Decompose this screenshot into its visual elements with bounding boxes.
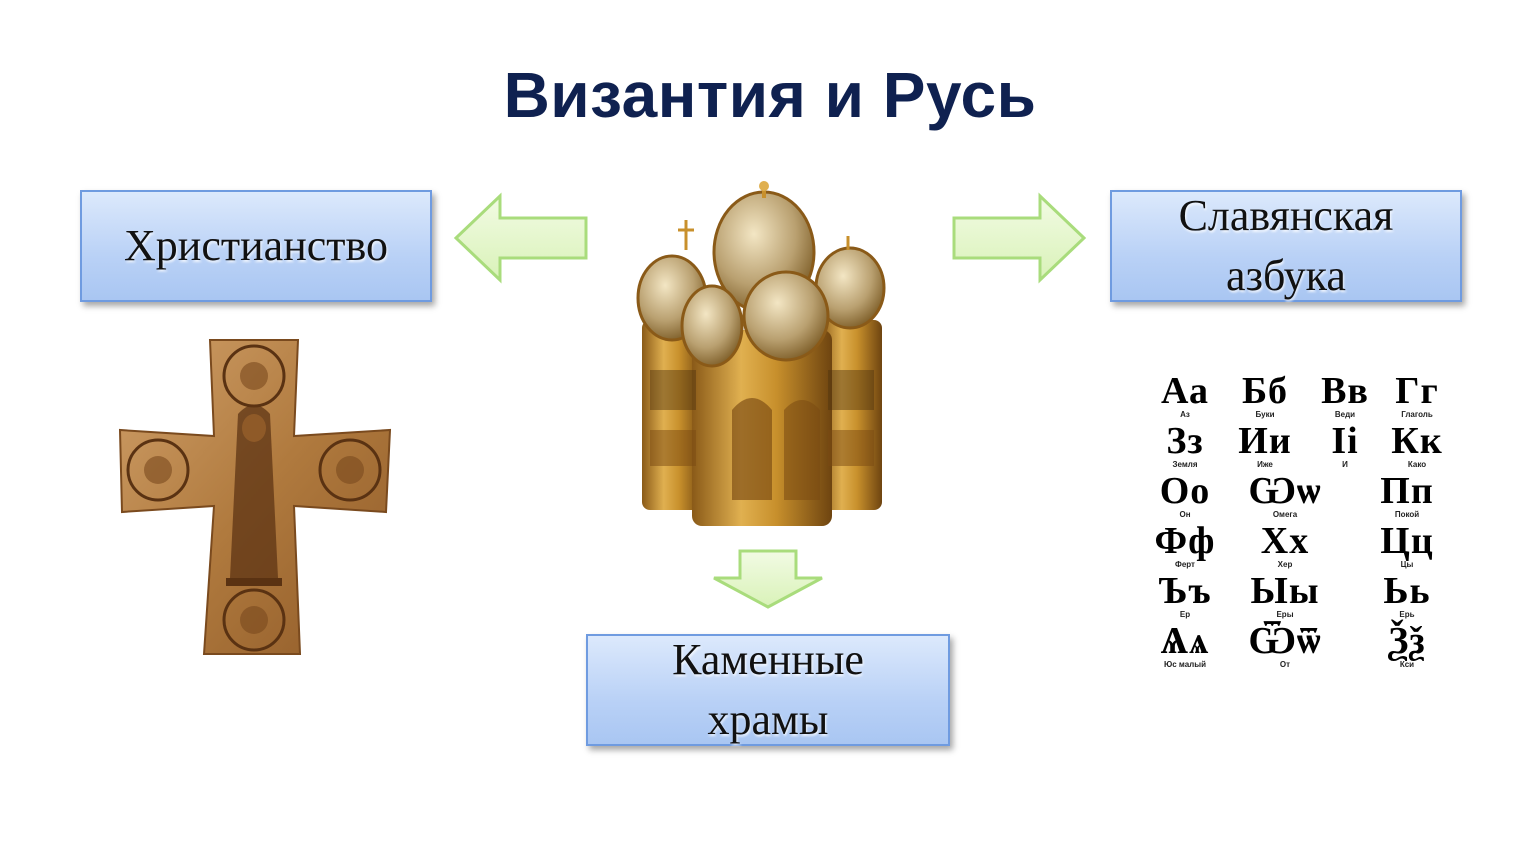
alphabet-letter-glyphs: Ии	[1238, 420, 1292, 462]
stone-temples-box: Каменные храмы	[586, 634, 950, 746]
alphabet-letter-glyphs: Ъъ	[1158, 570, 1212, 612]
alphabet-letter-name: Кси	[1399, 660, 1415, 669]
alphabet-letter-name: Иже	[1257, 460, 1273, 469]
alphabet-letter-glyphs: Цц	[1380, 520, 1434, 562]
alphabet-letter-name: Цы	[1400, 560, 1414, 569]
arrow-right-icon	[952, 192, 1087, 284]
stone-temples-label-line2: храмы	[707, 695, 829, 744]
alphabet-letter-name: Покой	[1394, 510, 1420, 519]
alphabet-letter-name: Веди	[1334, 410, 1356, 419]
alphabet-letter-glyphs: Ьь	[1383, 570, 1431, 612]
alphabet-letter-name: Еры	[1276, 610, 1294, 619]
alphabet-letter-glyphs: Аа	[1161, 370, 1209, 412]
alphabet-letter-name: Ерь	[1399, 610, 1415, 619]
alphabet-letter-name: Аз	[1180, 410, 1190, 419]
christianity-label: Христианство	[124, 221, 388, 270]
alphabet-letter-name: Буки	[1255, 410, 1275, 419]
alphabet-letter-glyphs: Іі	[1331, 420, 1359, 462]
alphabet-letter-glyphs: Ѿѿ	[1248, 620, 1322, 662]
alphabet-letter-glyphs: Ѡѡ	[1248, 470, 1322, 512]
alphabet-letter-name: И	[1342, 460, 1348, 469]
slavic-alphabet-box: Славянская азбука	[1110, 190, 1462, 302]
alphabet-letter-glyphs: Оо	[1159, 470, 1211, 512]
christianity-box: Христианство	[80, 190, 432, 302]
alphabet-letter-name: Юс малый	[1163, 660, 1206, 669]
alphabet-letter-name: Глаголь	[1401, 410, 1433, 419]
alphabet-letter-glyphs: Ыы	[1250, 570, 1320, 612]
alphabet-letter-glyphs: Гг	[1395, 370, 1439, 412]
alphabet-letter-name: Ер	[1179, 610, 1191, 619]
alphabet-letter-glyphs: Зз	[1166, 420, 1204, 462]
arrow-down-icon	[713, 549, 823, 609]
alphabet-letter-glyphs: Ѯѯ	[1388, 620, 1426, 662]
slavic-alphabet-label-line1: Славянская	[1178, 191, 1394, 240]
alphabet-letter-glyphs: Фф	[1154, 520, 1216, 562]
alphabet-letter-glyphs: Ѧѧ	[1160, 620, 1210, 662]
stone-temples-label-line1: Каменные	[672, 635, 864, 684]
golden-church-image	[636, 181, 886, 526]
alphabet-letter-glyphs: Бб	[1241, 370, 1289, 412]
stone-temples-label: Каменные храмы	[672, 630, 864, 750]
alphabet-letter-name: Он	[1179, 510, 1191, 519]
alphabet-letter-name: Како	[1407, 460, 1427, 469]
alphabet-letter-glyphs: Вв	[1321, 370, 1369, 412]
alphabet-letter-glyphs: Хх	[1260, 520, 1310, 562]
alphabet-letter-glyphs: Кк	[1391, 420, 1443, 462]
alphabet-letter-glyphs: Пп	[1380, 470, 1434, 512]
slavic-alphabet-label-line2: азбука	[1226, 251, 1346, 300]
slide-title: Византия и Русь	[503, 59, 1037, 131]
alphabet-letter-name: Земля	[1172, 460, 1198, 469]
arrow-left-icon	[453, 192, 588, 284]
alphabet-letter-name: Омега	[1272, 510, 1298, 519]
alphabet-letter-name: Ферт	[1175, 560, 1195, 569]
alphabet-letter-name: Хер	[1277, 560, 1293, 569]
alphabet-letter-name: От	[1279, 660, 1291, 669]
byzantine-cross-image	[118, 339, 392, 655]
slavic-alphabet-label: Славянская азбука	[1179, 186, 1394, 306]
